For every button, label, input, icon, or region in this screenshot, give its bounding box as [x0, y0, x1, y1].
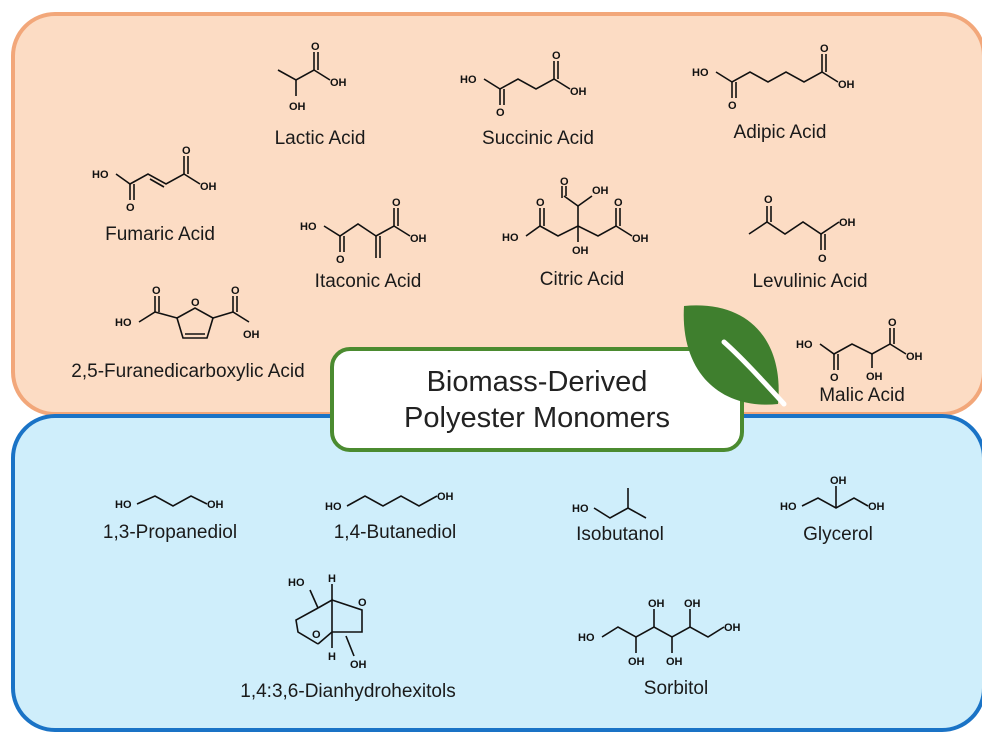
isobutanol-label: Isobutanol	[576, 524, 664, 545]
svg-text:HO: HO	[325, 501, 342, 513]
svg-text:OH: OH	[572, 245, 589, 257]
alcohol-monomers-panel	[11, 414, 982, 732]
svg-text:O: O	[336, 254, 345, 266]
svg-text:O: O	[560, 176, 569, 188]
svg-text:HO: HO	[502, 232, 519, 244]
svg-text:HO: HO	[300, 221, 317, 233]
title-line-2: Polyester Monomers	[404, 401, 670, 434]
levulinic-acid-label: Levulinic Acid	[752, 271, 868, 292]
fdca-structure: HO O O O OH	[115, 285, 260, 341]
svg-text:OH: OH	[330, 77, 347, 89]
svg-text:OH: OH	[632, 233, 649, 245]
svg-text:H: H	[328, 573, 336, 585]
fumaric-acid-structure: HO O O OH	[92, 145, 217, 214]
svg-text:OH: OH	[243, 329, 260, 341]
sorbitol-structure: HO OH OH OH OH OH	[578, 598, 741, 668]
dianhydrohexitol-structure: HO H O O H OH	[288, 573, 367, 671]
svg-text:OH: OH	[437, 491, 454, 503]
dianhydrohexitol-label: 1,4:3,6-Dianhydrohexitols	[240, 681, 456, 702]
succinic-acid-label: Succinic Acid	[482, 128, 594, 149]
glycerol-structure: HO OH OH	[780, 475, 885, 513]
title-line-1: Biomass-Derived	[426, 365, 648, 398]
svg-text:HO: HO	[92, 169, 109, 181]
svg-text:OH: OH	[410, 233, 427, 245]
propanediol-label: 1,3-Propanediol	[102, 522, 238, 543]
svg-text:HO: HO	[692, 67, 709, 79]
svg-text:O: O	[358, 597, 367, 609]
svg-text:OH: OH	[200, 181, 217, 193]
svg-text:O: O	[182, 145, 191, 157]
fdca-label: 2,5-Furanedicarboxylic Acid	[71, 361, 305, 382]
svg-text:O: O	[614, 197, 623, 209]
svg-text:HO: HO	[460, 74, 477, 86]
svg-text:HO: HO	[578, 632, 595, 644]
svg-text:OH: OH	[628, 656, 645, 668]
svg-text:O: O	[231, 285, 240, 297]
isobutanol-structure: HO	[572, 488, 647, 519]
butanediol-label: 1,4-Butanediol	[333, 522, 457, 543]
svg-text:OH: OH	[830, 475, 847, 487]
svg-text:OH: OH	[866, 371, 883, 383]
svg-text:O: O	[496, 107, 505, 119]
svg-text:O: O	[818, 253, 827, 265]
svg-text:O: O	[536, 197, 545, 209]
svg-text:HO: HO	[796, 339, 813, 351]
svg-text:O: O	[392, 197, 401, 209]
svg-text:OH: OH	[207, 499, 224, 511]
svg-text:OH: OH	[592, 185, 609, 197]
succinic-acid-structure: HO O O OH	[460, 50, 587, 119]
svg-text:O: O	[126, 202, 135, 214]
glycerol-label: Glycerol	[803, 524, 873, 545]
svg-text:HO: HO	[780, 501, 797, 513]
svg-text:O: O	[152, 285, 161, 297]
butanediol-structure: HO OH	[325, 491, 454, 513]
svg-text:O: O	[311, 41, 320, 53]
adipic-acid-label: Adipic Acid	[733, 122, 827, 143]
svg-text:OH: OH	[684, 598, 701, 610]
svg-text:OH: OH	[724, 622, 741, 634]
svg-text:OH: OH	[838, 79, 855, 91]
title-box: Biomass-Derived Polyester Monomers	[330, 347, 744, 452]
svg-text:O: O	[728, 100, 737, 112]
svg-text:OH: OH	[868, 501, 885, 513]
svg-text:OH: OH	[666, 656, 683, 668]
svg-text:OH: OH	[570, 86, 587, 98]
malic-acid-structure: HO O O OH OH	[796, 317, 923, 384]
itaconic-acid-label: Itaconic Acid	[314, 271, 422, 292]
sorbitol-label: Sorbitol	[643, 678, 709, 699]
svg-text:OH: OH	[839, 217, 856, 229]
lactic-acid-structure: O OH OH	[277, 41, 347, 113]
itaconic-acid-structure: HO O O OH	[300, 197, 427, 266]
leaf-icon	[683, 305, 787, 407]
propanediol-structure: HO OH	[115, 495, 224, 511]
malic-acid-label: Malic Acid	[819, 385, 905, 406]
svg-text:OH: OH	[350, 659, 367, 671]
adipic-acid-structure: HO O O OH	[692, 43, 855, 112]
fumaric-acid-label: Fumaric Acid	[105, 224, 215, 245]
svg-text:HO: HO	[115, 499, 132, 511]
svg-text:HO: HO	[572, 503, 589, 515]
svg-text:O: O	[830, 372, 839, 384]
svg-text:O: O	[764, 194, 773, 206]
svg-text:OH: OH	[289, 101, 306, 113]
svg-text:OH: OH	[648, 598, 665, 610]
svg-text:HO: HO	[288, 577, 305, 589]
svg-text:O: O	[820, 43, 829, 55]
svg-text:OH: OH	[906, 351, 923, 363]
svg-text:H: H	[328, 651, 336, 663]
lactic-acid-label: Lactic Acid	[274, 128, 366, 149]
svg-text:O: O	[888, 317, 897, 329]
levulinic-acid-structure: O OH O	[748, 194, 856, 265]
svg-text:HO: HO	[115, 317, 132, 329]
svg-text:O: O	[552, 50, 561, 62]
svg-text:O: O	[191, 297, 200, 309]
citric-acid-structure: HO O O OH O OH OH	[502, 176, 649, 257]
citric-acid-label: Citric Acid	[539, 269, 625, 290]
svg-text:O: O	[312, 629, 321, 641]
